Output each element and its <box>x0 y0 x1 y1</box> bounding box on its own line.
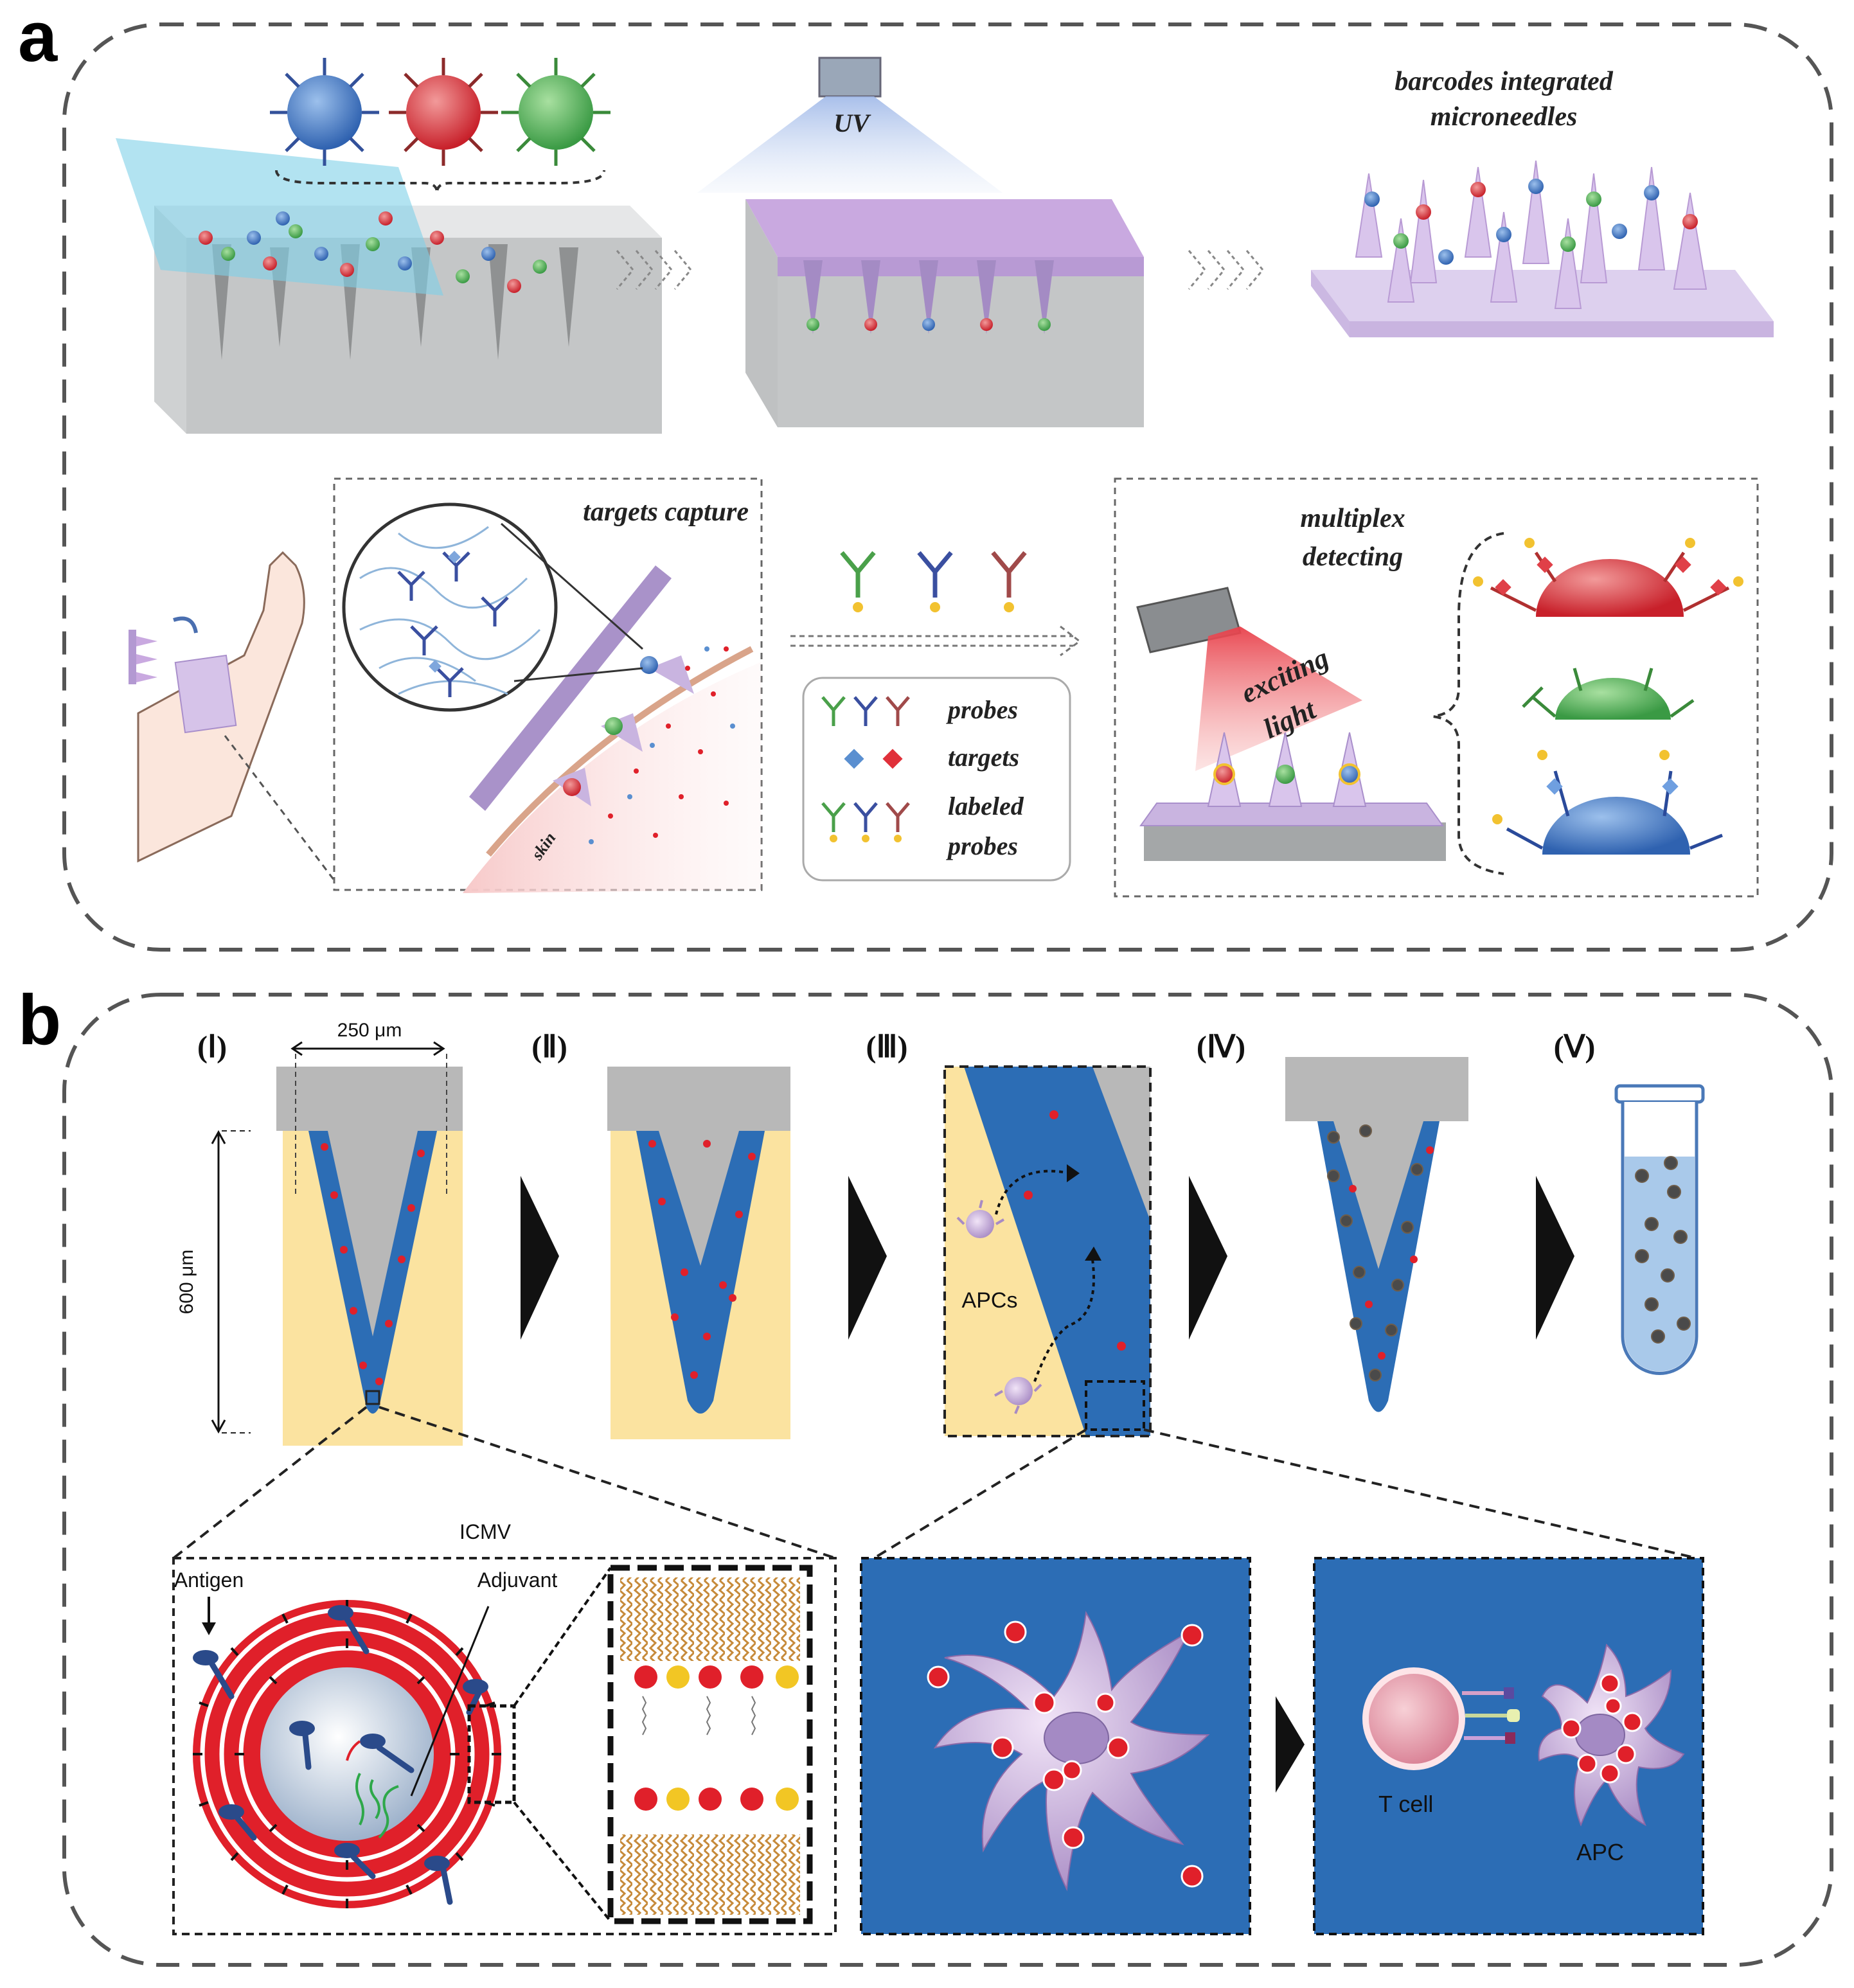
legend-targets: targets <box>948 743 1019 772</box>
step-4-needle <box>1285 1057 1468 1412</box>
multiplex-label-line1: multiplex <box>1300 504 1405 533</box>
apc-zoom <box>860 1557 1251 1935</box>
arrow-4 <box>1536 1176 1574 1340</box>
panel-a-letter: a <box>18 0 58 76</box>
zoom-guides <box>172 1406 1697 1559</box>
targets-capture-box: targets capture skin <box>333 477 763 893</box>
test-tube <box>1614 1084 1705 1375</box>
legend-labeled-line2: probes <box>946 831 1018 860</box>
microneedle-icon <box>129 616 198 684</box>
arrow-5 <box>1276 1696 1305 1793</box>
targets-capture-label: targets capture <box>583 497 749 527</box>
step-2-needle <box>607 1067 790 1439</box>
magnified-hydrogel <box>342 502 558 712</box>
adjuvant-label: Adjuvant <box>477 1568 558 1592</box>
barcodes-label-line1: barcodes integrated <box>1395 67 1613 96</box>
chevron-arrow-1 <box>616 250 692 290</box>
barcodes-label-line2: microneedles <box>1431 102 1578 132</box>
step-1-needle: 250 μm 600 μm <box>176 1020 463 1446</box>
multiplex-label-line2: detecting <box>1303 542 1403 572</box>
icmv-label: ICMV <box>459 1520 512 1543</box>
apcs-label: APCs <box>962 1288 1018 1313</box>
step-label-3: (Ⅲ) <box>866 1030 907 1064</box>
panel-b-frame <box>62 993 1833 1967</box>
step-label-2: (Ⅱ) <box>531 1030 567 1064</box>
arrow-1 <box>521 1176 559 1340</box>
step-label-5: (Ⅴ) <box>1554 1030 1596 1064</box>
step-label-1: (Ⅰ) <box>197 1030 227 1064</box>
probes-addition <box>790 551 1082 657</box>
legend-box: probes targets labeled probes <box>802 677 1071 882</box>
legend-labeled-line1: labeled <box>948 792 1024 821</box>
width-label: 250 μm <box>337 1020 402 1041</box>
panel-b-letter: b <box>18 981 61 1060</box>
arrow-2 <box>848 1176 887 1340</box>
chevron-arrow-2 <box>1188 250 1264 290</box>
arrow-3 <box>1189 1176 1227 1340</box>
apc-icon <box>956 1200 1042 1414</box>
icmv-zoom: ICMV Antigen Adjuvant <box>172 1520 837 1935</box>
tcell-label: T cell <box>1378 1791 1433 1817</box>
multiplex-detecting-box: multiplex detecting exciting light <box>1114 477 1759 898</box>
arm-with-patch <box>129 551 335 881</box>
uv-label: UV <box>833 109 871 138</box>
uv-curing-step: UV <box>697 57 1144 427</box>
tcell-apc-zoom: T cell APC <box>1313 1557 1704 1935</box>
step-label-4: (Ⅳ) <box>1197 1030 1245 1064</box>
barcode-particles <box>270 58 611 193</box>
mold-block-with-barcodes <box>116 138 662 434</box>
step-3-zoom: APCs <box>943 1065 1152 1437</box>
apc-label: APC <box>1576 1839 1624 1865</box>
legend-probes: probes <box>946 695 1018 724</box>
barcode-microneedle-patch: barcodes integrated microneedles <box>1311 67 1774 337</box>
panel-a-frame <box>62 22 1833 952</box>
antigen-label: Antigen <box>174 1568 244 1592</box>
height-label: 600 μm <box>176 1250 197 1315</box>
